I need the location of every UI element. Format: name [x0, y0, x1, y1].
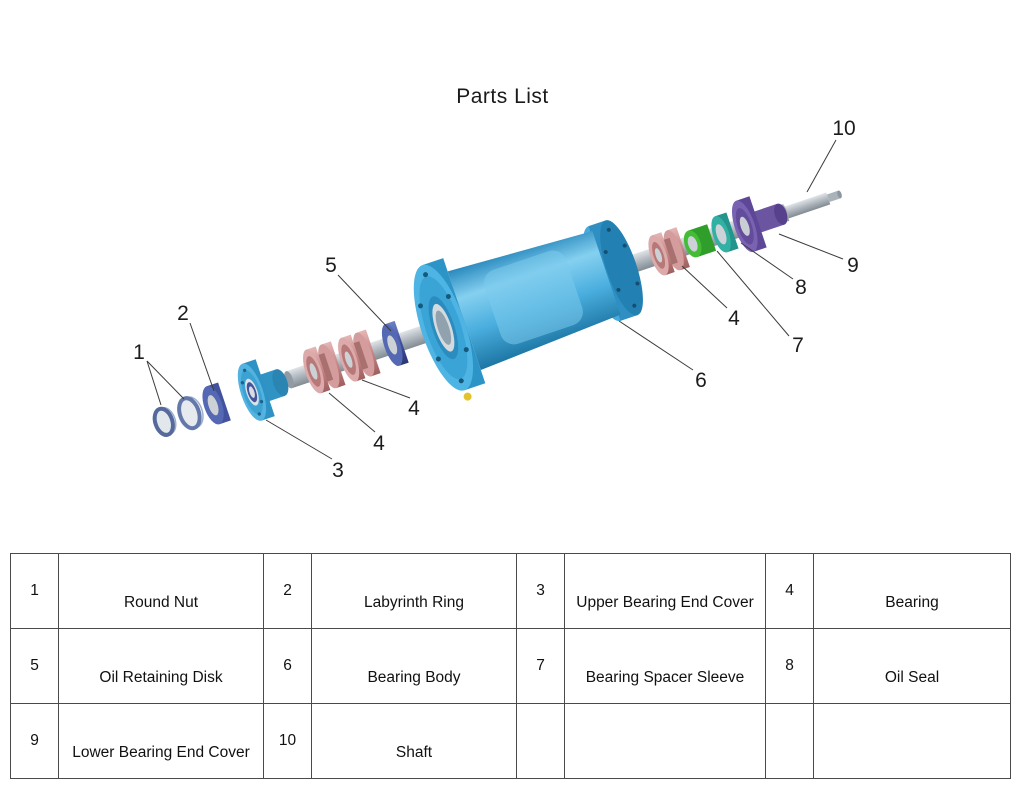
part-name-cell: Oil Seal — [813, 628, 1011, 704]
part-number-cell: 9 — [10, 703, 59, 779]
callout-8: 8 — [795, 276, 807, 299]
part-name-cell: Round Nut — [58, 553, 264, 629]
table-row-3: 9 Lower Bearing End Cover 10 Shaft — [10, 703, 1011, 779]
labyrinth-ring-part — [202, 382, 231, 425]
part-name-cell — [813, 703, 1011, 779]
part-name-cell: Bearing Spacer Sleeve — [564, 628, 766, 704]
part-number-cell: 8 — [765, 628, 814, 704]
part-number-cell — [516, 703, 565, 779]
round-nut-part — [152, 396, 204, 437]
bearing-body-part — [413, 220, 643, 401]
callout-4-left: 4 — [373, 432, 385, 455]
leader-lines — [146, 139, 844, 460]
part-name-cell: Shaft — [311, 703, 517, 779]
callout-4-middle: 4 — [408, 397, 420, 420]
bearing-right-part — [648, 227, 690, 276]
callout-labels: 1 2 5 3 4 4 6 4 7 8 9 10 — [133, 117, 859, 482]
oil-retaining-disk-part — [381, 320, 409, 366]
part-name-cell: Bearing — [813, 553, 1011, 629]
bearing-left-part — [303, 341, 346, 394]
callout-10: 10 — [832, 117, 855, 140]
part-number-cell: 2 — [263, 553, 312, 629]
grease-fitting — [463, 392, 472, 401]
page-title: Parts List — [456, 85, 549, 108]
callout-1: 1 — [133, 341, 145, 364]
part-number-cell — [765, 703, 814, 779]
table-row-2: 5 Oil Retaining Disk 6 Bearing Body 7 Be… — [10, 628, 1011, 704]
callout-5: 5 — [325, 254, 337, 277]
callout-2: 2 — [177, 302, 189, 325]
part-name-cell — [564, 703, 766, 779]
part-number-cell: 10 — [263, 703, 312, 779]
callout-7: 7 — [792, 334, 804, 357]
part-name-cell: Bearing Body — [311, 628, 517, 704]
bearing-spacer-sleeve-part — [683, 224, 717, 258]
part-number-cell: 3 — [516, 553, 565, 629]
bearing-middle-part — [338, 329, 381, 382]
callout-4-right: 4 — [728, 307, 740, 330]
part-number-cell: 7 — [516, 628, 565, 704]
part-name-cell: Oil Retaining Disk — [58, 628, 264, 704]
part-number-cell: 1 — [10, 553, 59, 629]
callout-9: 9 — [847, 254, 859, 277]
oil-seal-part — [711, 212, 739, 253]
table-row-1: 1 Round Nut 2 Labyrinth Ring 3 Upper Bea… — [10, 553, 1011, 629]
upper-bearing-end-cover-part — [237, 359, 289, 421]
part-name-cell: Labyrinth Ring — [311, 553, 517, 629]
parts-table: 1 Round Nut 2 Labyrinth Ring 3 Upper Bea… — [10, 553, 1011, 779]
part-name-cell: Lower Bearing End Cover — [58, 703, 264, 779]
part-number-cell: 5 — [10, 628, 59, 704]
part-name-cell: Upper Bearing End Cover — [564, 553, 766, 629]
callout-3: 3 — [332, 459, 344, 482]
callout-6: 6 — [695, 369, 707, 392]
part-number-cell: 6 — [263, 628, 312, 704]
part-number-cell: 4 — [765, 553, 814, 629]
assembly-diagram: 1 2 5 3 4 4 6 4 7 8 9 10 — [133, 117, 859, 482]
lower-bearing-end-cover-part — [731, 196, 788, 253]
